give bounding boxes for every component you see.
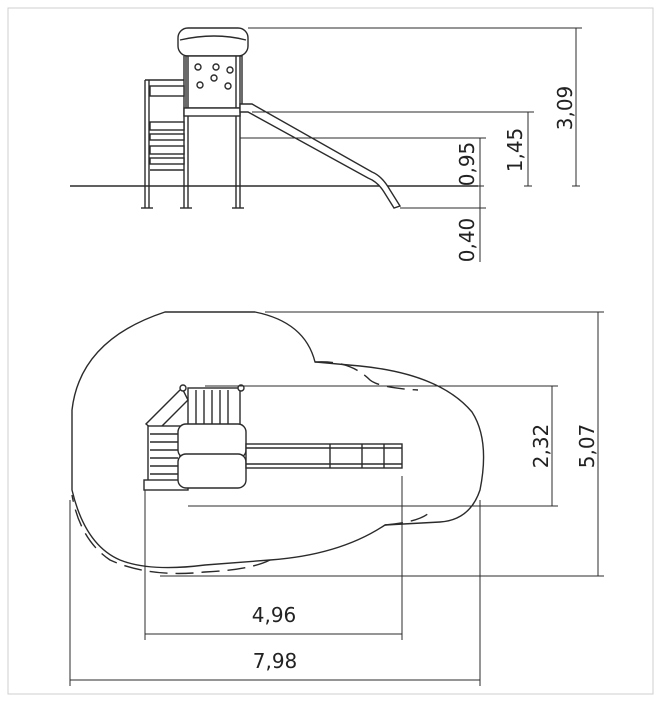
label-equipment-length: 4,96 xyxy=(252,603,297,627)
plan-dimensions xyxy=(69,311,604,686)
plan-view xyxy=(71,311,485,575)
dashed-area-outline xyxy=(71,361,431,575)
platform xyxy=(183,107,241,117)
ladder-plan xyxy=(147,425,181,485)
label-foundation-depth: 0,40 xyxy=(455,218,479,263)
label-area-width: 5,07 xyxy=(575,424,599,469)
roof-detail xyxy=(179,35,247,41)
deck-slats xyxy=(195,390,229,426)
climbing-holds xyxy=(194,63,234,90)
roof xyxy=(177,27,249,57)
label-equipment-width: 2,32 xyxy=(529,424,553,469)
roof-plan-upper xyxy=(177,423,247,459)
label-total-height: 3,09 xyxy=(553,86,577,131)
slide xyxy=(239,103,402,209)
safety-area-outline xyxy=(71,311,485,569)
side-elevation xyxy=(70,27,478,209)
label-platform-height: 1,45 xyxy=(503,128,527,173)
page-border xyxy=(7,7,654,695)
side-dimensions xyxy=(240,27,582,262)
climbing-panel xyxy=(185,55,243,109)
label-area-length: 7,98 xyxy=(253,649,298,673)
roof-plan-lower xyxy=(177,453,247,489)
label-exit-height: 0,95 xyxy=(455,142,479,187)
